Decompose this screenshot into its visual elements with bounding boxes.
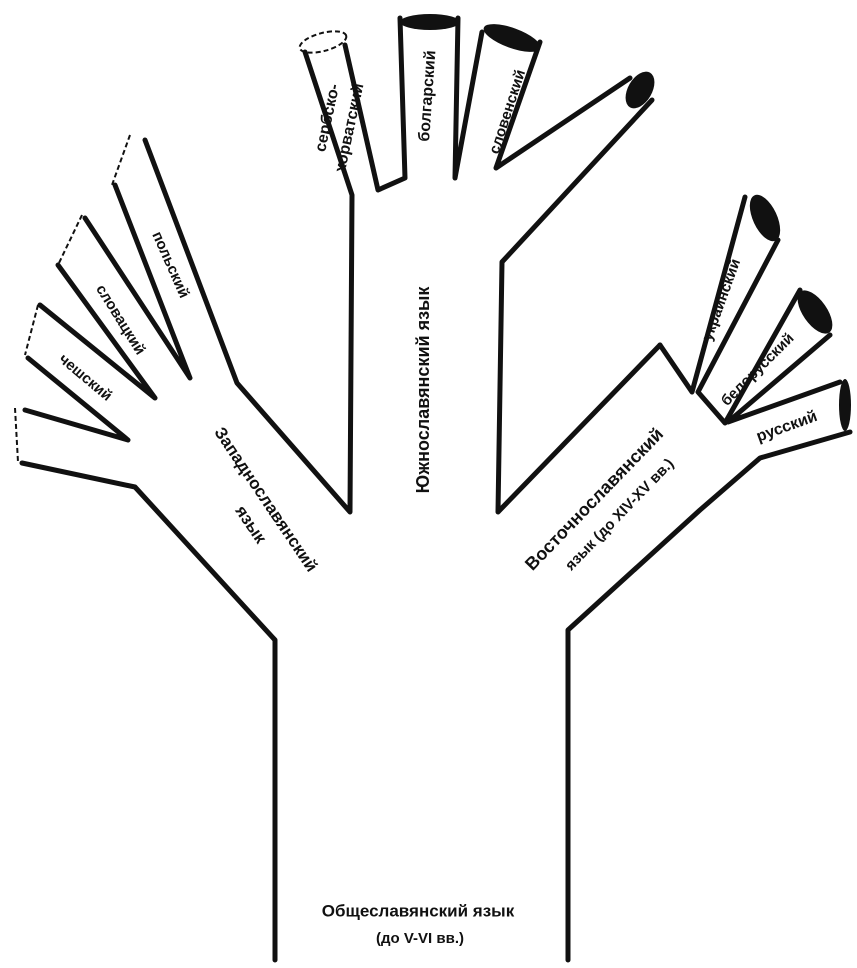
tube-end-polish	[111, 134, 131, 186]
label-south-slavic: Южнославянский язык	[413, 286, 433, 494]
tube-end-russian	[839, 379, 851, 431]
tube-end-bulgarian	[400, 14, 460, 30]
tree-outline	[14, 14, 853, 963]
tube-end-slovak	[57, 214, 83, 266]
branch-ukrainian-right	[695, 237, 803, 426]
tube-end-west-extra	[14, 407, 19, 463]
label-common-slavic: Общеславянский язык	[322, 901, 515, 920]
branch-czech	[37, 262, 158, 401]
tube-end-serbo-croatian	[298, 30, 348, 54]
trunk-left-edge	[19, 460, 278, 963]
tube-end-belarusian	[797, 290, 833, 334]
tube-end-ukrainian	[749, 194, 781, 242]
branch-slovenian	[493, 39, 633, 171]
tube-end-czech	[24, 304, 39, 356]
tube-end-south-extra	[625, 71, 655, 109]
label-bulgarian: болгарский	[416, 50, 439, 142]
tube-end-slovenian	[483, 24, 541, 52]
label-ukrainian: украинский	[699, 257, 744, 344]
label-common-slavic-period: (до V-VI вв.)	[376, 930, 464, 947]
branch-ukrainian	[657, 194, 748, 395]
branch-south-extra	[495, 97, 663, 515]
branch-belarusian-right	[725, 332, 843, 425]
label-west-slavic-1: Западнославянский	[210, 424, 321, 576]
trunk-right-edge	[565, 429, 853, 963]
branch-west-extra	[22, 355, 131, 443]
branch-slovak	[82, 182, 193, 381]
branch-bulgarian	[452, 15, 485, 181]
branch-polish	[142, 49, 355, 515]
label-slovenian: словенский	[486, 68, 529, 157]
label-russian: русский	[754, 408, 820, 446]
branch-serbo-croatian	[342, 15, 408, 193]
